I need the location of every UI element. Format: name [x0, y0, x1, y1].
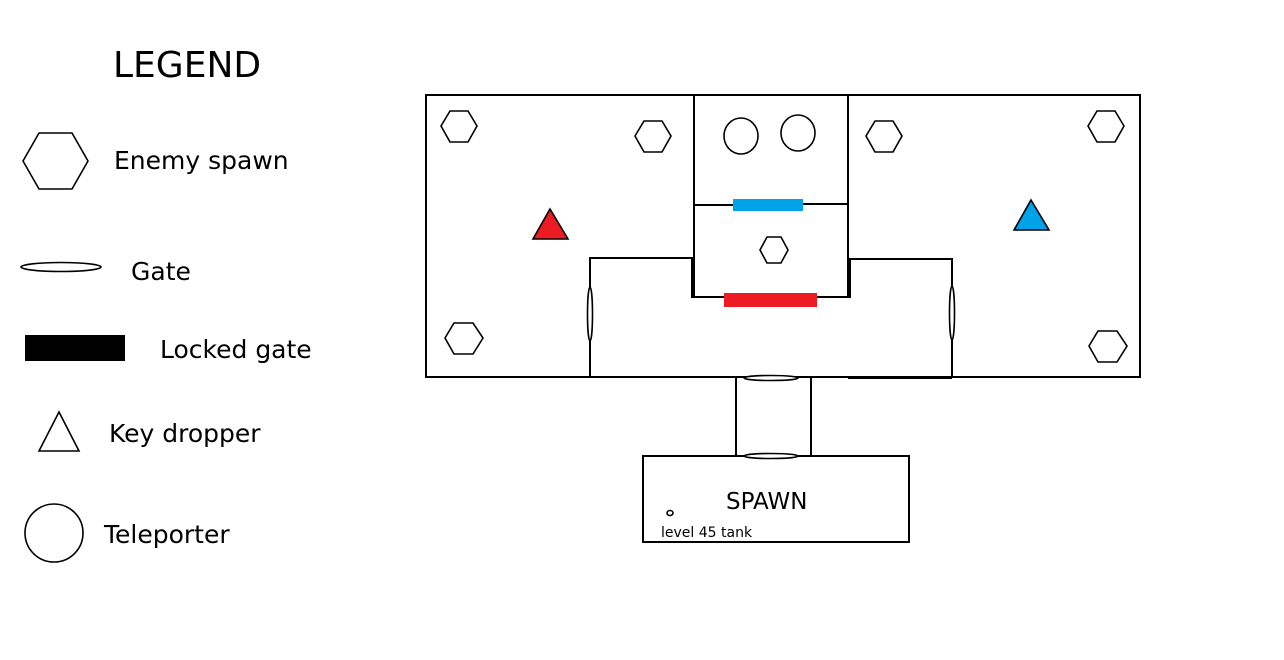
- hexagon-icon: [634, 120, 672, 153]
- gates: [586, 285, 956, 460]
- hexagon-icon: [865, 120, 903, 153]
- legend: LEGEND Enemy spawn Gate Locked gate Key …: [20, 45, 312, 563]
- gate-icon: [743, 452, 799, 460]
- blue-locked-gate: [733, 199, 803, 211]
- gate-icon: [586, 286, 594, 342]
- legend-title: LEGEND: [113, 45, 261, 86]
- circle-icon: [780, 114, 816, 152]
- key-droppers: [531, 198, 1051, 240]
- hexagon-icon: [1088, 330, 1128, 363]
- triangle-icon: [37, 410, 81, 452]
- legend-label-key-dropper: Key dropper: [109, 419, 261, 448]
- legend-label-teleporter: Teleporter: [103, 520, 230, 549]
- player-tank-marker: [666, 509, 674, 517]
- enemy-spawns: [440, 110, 1128, 363]
- circle-icon: [24, 503, 84, 563]
- gate-icon: [948, 285, 956, 341]
- spawn-label: SPAWN: [726, 489, 807, 515]
- hexagon-icon: [444, 322, 484, 355]
- gate-icon: [743, 374, 799, 382]
- legend-label-locked-gate: Locked gate: [160, 335, 312, 364]
- map-walls: [425, 94, 1141, 543]
- hexagon-icon: [759, 236, 789, 264]
- player-tank-label: level 45 tank: [661, 525, 753, 541]
- teleporters: [723, 114, 816, 155]
- inner-hall-right-wall: [849, 258, 953, 378]
- blue-triangle-icon: [1012, 198, 1051, 231]
- gate-icon: [20, 261, 102, 273]
- red-triangle-icon: [531, 207, 570, 240]
- hexagon-icon: [22, 132, 89, 190]
- locked-gate-icon: [25, 335, 125, 361]
- legend-label-enemy-spawn: Enemy spawn: [114, 146, 289, 175]
- red-locked-gate: [724, 293, 817, 307]
- hexagon-icon: [1087, 110, 1125, 143]
- locked-gates: [724, 199, 817, 307]
- spawn-room-contents: SPAWN level 45 tank: [661, 489, 807, 541]
- inner-hall-left-wall: [589, 257, 693, 377]
- legend-label-gate: Gate: [131, 257, 191, 286]
- hexagon-icon: [440, 110, 478, 143]
- circle-icon: [723, 117, 759, 155]
